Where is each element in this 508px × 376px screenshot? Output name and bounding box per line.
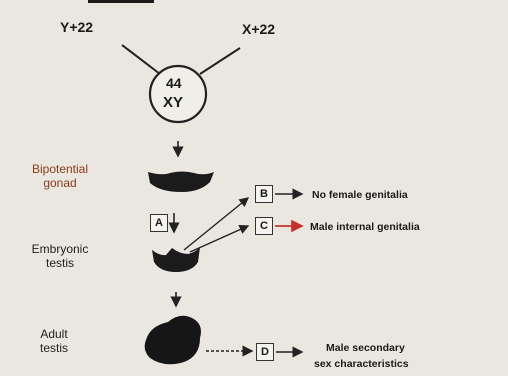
box-a: A <box>150 214 168 232</box>
embryonic-label: Embryonic testis <box>22 242 98 270</box>
bipotential-label: Bipotential gonad <box>22 162 98 190</box>
outcome-d-line2: sex characteristics <box>314 358 409 370</box>
arrow-to-c <box>189 224 250 253</box>
outcome-b: No female genitalia <box>312 189 408 201</box>
box-d: D <box>256 343 274 361</box>
adult-label-line1: Adult <box>40 327 68 341</box>
bipotential-label-line2: gonad <box>43 176 77 190</box>
box-b: B <box>255 185 273 203</box>
adult-testis-shape <box>144 315 201 365</box>
bipotential-gonad-shape <box>148 171 214 192</box>
embryonic-label-line1: Embryonic <box>31 242 89 256</box>
bipotential-label-line1: Bipotential <box>31 162 89 176</box>
y-gamete-line <box>121 44 161 75</box>
outcome-d-line1: Male secondary <box>326 342 405 354</box>
x-gamete-label: X+22 <box>242 21 276 37</box>
embryonic-testis-shape <box>152 247 200 272</box>
outcome-c: Male internal genitalia <box>310 221 420 233</box>
zygote-circle <box>148 64 208 124</box>
adult-label-line2: testis <box>39 341 68 355</box>
box-c: C <box>255 217 273 235</box>
y-gamete-label: Y+22 <box>60 19 94 35</box>
zygote-sex-chromosomes: XY <box>163 94 184 111</box>
arrow-to-b <box>183 197 250 251</box>
embryonic-label-line2: testis <box>45 256 74 270</box>
zygote-autosomes: 44 <box>166 75 182 91</box>
x-gamete-line <box>199 47 241 75</box>
adult-label: Adult testis <box>24 327 84 355</box>
header-rule <box>88 0 154 3</box>
